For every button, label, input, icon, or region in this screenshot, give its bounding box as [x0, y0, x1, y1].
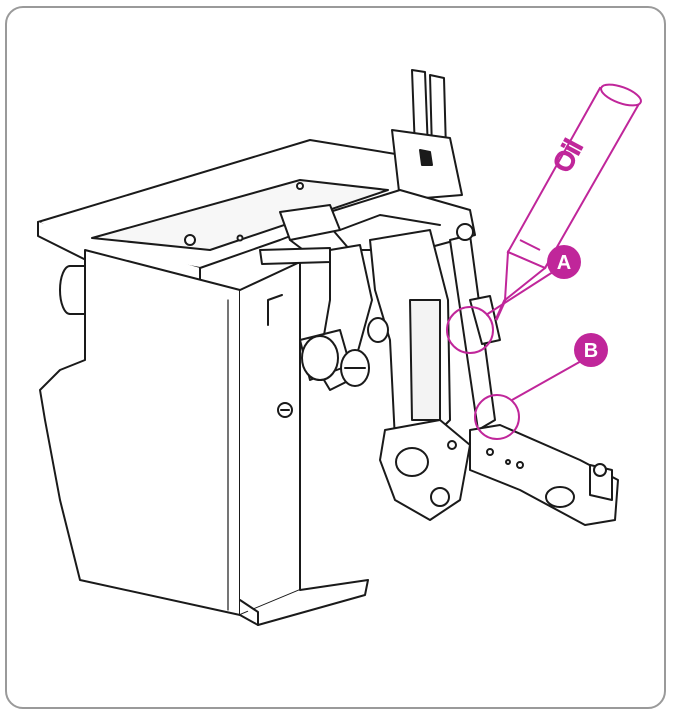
callout-a-label: A	[557, 252, 571, 274]
oil-bottle: Oil	[494, 83, 642, 321]
side-knob	[59, 265, 86, 315]
callout-b-label: B	[584, 340, 598, 362]
mechanism-assembly	[259, 189, 619, 526]
callout-a-badge: A	[547, 245, 581, 279]
housing-body	[39, 249, 369, 626]
bed-plate	[37, 139, 441, 283]
callout-b-marker	[474, 359, 584, 440]
presser-bar	[391, 69, 463, 201]
callout-b-badge: B	[574, 333, 608, 367]
callout-a-marker	[446, 269, 557, 354]
